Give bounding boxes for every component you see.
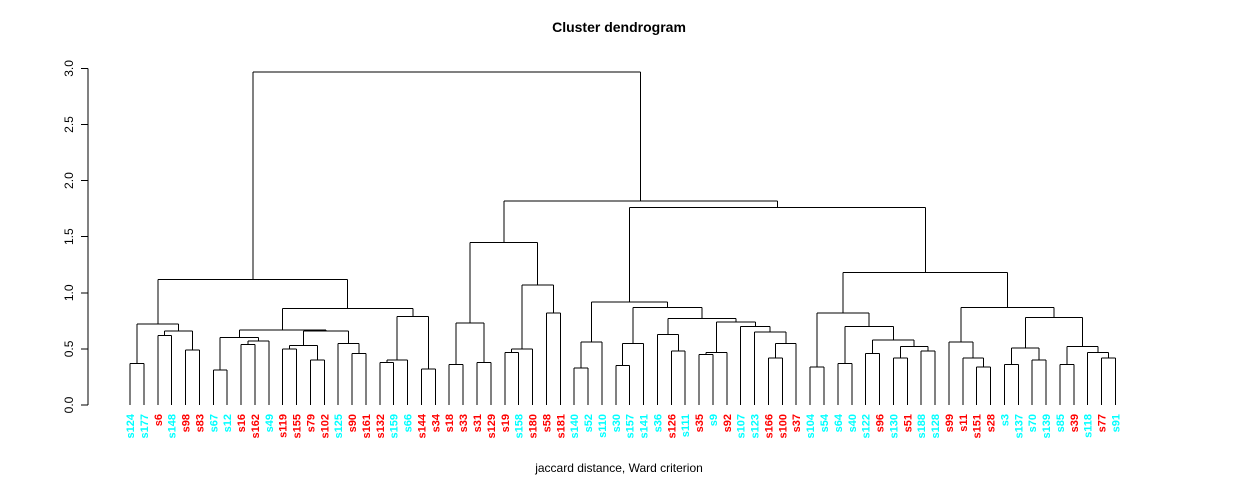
leaf-label: s177: [139, 414, 151, 438]
leaf-label: s51: [902, 414, 914, 432]
leaf-label: s79: [305, 414, 317, 432]
leaf-label: s40: [847, 414, 859, 432]
leaf-label: s16: [236, 414, 248, 432]
leaf-label: s162: [250, 414, 262, 438]
leaf-label: s83: [194, 414, 206, 432]
leaf-label: s36: [652, 414, 664, 432]
leaf-label: s140: [569, 414, 581, 438]
y-axis-tick-label: 3.0: [62, 60, 76, 77]
leaf-label: s157: [625, 414, 637, 438]
leaf-label: s166: [763, 414, 775, 438]
leaf-label: s90: [347, 414, 359, 432]
leaf-label: s28: [986, 414, 998, 432]
leaf-label: s30: [611, 414, 623, 432]
leaf-label: s141: [639, 414, 651, 438]
leaf-label: s126: [666, 414, 678, 438]
leaf-label: s148: [167, 414, 179, 438]
leaf-label: s12: [222, 414, 234, 432]
leaf-label: s180: [528, 414, 540, 438]
y-axis-tick-label: 2.5: [62, 116, 76, 133]
leaf-label: s104: [805, 413, 817, 438]
leaf-label: s125: [333, 414, 345, 438]
leaf-label: s49: [264, 414, 276, 432]
leaf-label: s123: [750, 414, 762, 438]
leaf-label: s96: [875, 414, 887, 432]
leaf-label: s161: [361, 414, 373, 438]
y-axis-tick-label: 0.0: [62, 396, 76, 413]
leaf-label: s139: [1041, 414, 1053, 438]
leaf-label: s181: [555, 414, 567, 438]
leaf-label: s18: [444, 414, 456, 432]
leaf-label: s35: [694, 414, 706, 432]
leaf-label: s3: [999, 414, 1011, 426]
leaf-label: s85: [1055, 414, 1067, 432]
leaf-label: s66: [403, 414, 415, 432]
leaf-label: s31: [472, 414, 484, 432]
leaf-label: s144: [416, 413, 428, 438]
leaf-label: s159: [389, 414, 401, 438]
leaf-label: s110: [597, 414, 609, 438]
leaf-label: s9: [708, 414, 720, 426]
leaf-label: s77: [1097, 414, 1109, 432]
leaf-label: s129: [486, 414, 498, 438]
leaf-label: s34: [430, 413, 442, 432]
leaf-label: s92: [722, 414, 734, 432]
leaf-label: s137: [1013, 414, 1025, 438]
leaf-label: s58: [541, 414, 553, 432]
leaf-label: s132: [375, 414, 387, 438]
leaf-label: s151: [972, 414, 984, 438]
leaf-label: s122: [861, 414, 873, 438]
y-axis-tick-label: 1.0: [62, 284, 76, 301]
leaf-label: s52: [583, 414, 595, 432]
chart-caption: jaccard distance, Ward criterion: [535, 461, 703, 475]
leaf-label: s19: [500, 414, 512, 432]
leaf-label: s99: [944, 414, 956, 432]
chart-title: Cluster dendrogram: [552, 19, 686, 35]
leaf-label: s64: [833, 413, 845, 432]
leaf-label: s70: [1027, 414, 1039, 432]
leaf-label: s158: [514, 414, 526, 438]
leaf-label: s100: [777, 414, 789, 438]
leaf-label: s188: [916, 414, 928, 438]
leaf-label: s39: [1069, 414, 1081, 432]
leaf-label: s107: [736, 414, 748, 438]
leaf-label: s6: [153, 414, 165, 426]
leaf-label: s155: [292, 414, 304, 438]
y-axis-tick-label: 1.5: [62, 228, 76, 245]
y-axis-tick-label: 0.5: [62, 340, 76, 357]
leaf-label: s91: [1110, 414, 1122, 432]
leaf-label: s98: [181, 414, 193, 432]
leaf-label: s37: [791, 414, 803, 432]
leaf-label: s67: [208, 414, 220, 432]
leaf-label: s119: [278, 414, 290, 438]
leaf-label: s33: [458, 414, 470, 432]
leaf-label: s118: [1083, 414, 1095, 438]
leaf-label: s102: [319, 414, 331, 438]
leaf-label: s124: [125, 413, 137, 438]
leaf-label: s128: [930, 414, 942, 438]
leaf-label: s11: [958, 414, 970, 432]
leaf-label: s54: [819, 413, 831, 432]
leaf-label: s130: [888, 414, 900, 438]
leaf-label: s111: [680, 414, 692, 437]
y-axis-tick-label: 2.0: [62, 172, 76, 189]
